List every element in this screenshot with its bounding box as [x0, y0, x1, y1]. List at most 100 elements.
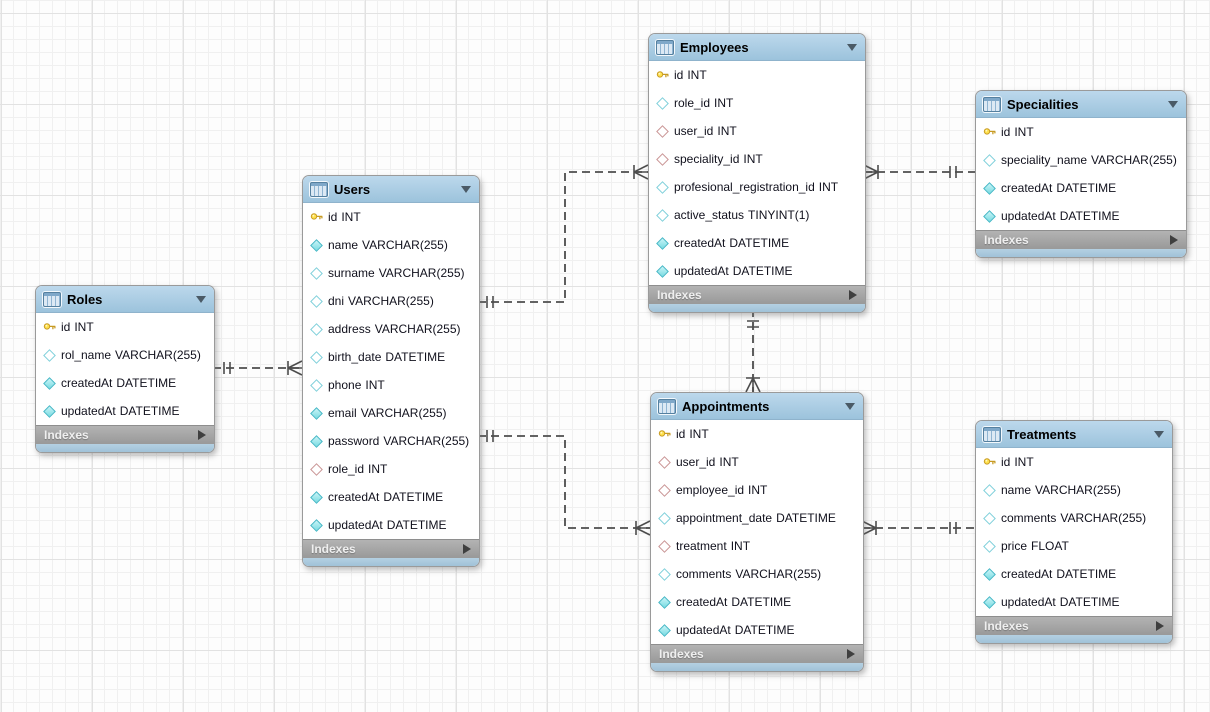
not-null-diamond-icon: [658, 595, 671, 609]
indexes-footer[interactable]: Indexes: [976, 230, 1186, 249]
indexes-footer[interactable]: Indexes: [36, 425, 214, 444]
table-header[interactable]: Roles: [36, 286, 214, 313]
not-null-diamond-icon: [983, 181, 996, 195]
table-bottom-strip: [303, 558, 479, 566]
table-icon: [310, 181, 328, 197]
primary-key-icon: [983, 458, 996, 465]
nullable-diamond-icon: [310, 294, 323, 308]
column-name: comments: [676, 567, 732, 581]
not-null-diamond-icon: [983, 595, 996, 609]
collapse-arrow-icon[interactable]: [847, 43, 857, 51]
column-name: createdAt: [61, 376, 113, 390]
collapse-arrow-icon[interactable]: [1168, 100, 1178, 108]
table-header[interactable]: Appointments: [651, 393, 863, 420]
not-null-diamond-icon: [658, 623, 671, 637]
indexes-footer[interactable]: Indexes: [976, 616, 1172, 635]
table-header[interactable]: Users: [303, 176, 479, 203]
collapse-arrow-icon[interactable]: [845, 402, 855, 410]
column-name: id: [1001, 125, 1011, 139]
collapse-arrow-icon[interactable]: [1154, 430, 1164, 438]
column-datatype: VARCHAR(255): [348, 294, 434, 308]
indexes-footer[interactable]: Indexes: [649, 285, 865, 304]
column-name: user_id: [674, 124, 714, 138]
not-null-diamond-icon: [310, 490, 323, 504]
column-name: rol_name: [61, 348, 112, 362]
not-null-diamond-icon: [43, 376, 56, 390]
column-name: role_id: [328, 462, 365, 476]
indexes-footer[interactable]: Indexes: [303, 539, 479, 558]
collapse-arrow-icon[interactable]: [196, 295, 206, 303]
column-datatype: DATETIME: [386, 518, 447, 532]
table-title: Users: [334, 181, 371, 197]
column-name: birth_date: [328, 350, 382, 364]
expand-arrow-icon: [463, 544, 471, 554]
column-datatype: VARCHAR(255): [362, 238, 448, 252]
indexes-label: Indexes: [311, 542, 356, 556]
relationship-line-users-employees[interactable]: [478, 171, 648, 303]
column-name: id: [676, 427, 686, 441]
table-header[interactable]: Treatments: [976, 421, 1172, 448]
table-title: Roles: [67, 291, 103, 307]
indexes-footer[interactable]: Indexes: [651, 644, 863, 663]
column-datatype: VARCHAR(255): [115, 348, 201, 362]
foreign-key-diamond-icon: [658, 483, 671, 497]
foreign-key-diamond-icon: [658, 539, 671, 553]
column-name: appointment_date: [676, 511, 773, 525]
table-header[interactable]: Specialities: [976, 91, 1186, 118]
column-name: updatedAt: [61, 404, 116, 418]
relationship-line-users-appointments[interactable]: [478, 435, 650, 529]
column-name: dni: [328, 294, 345, 308]
table-header[interactable]: Employees: [649, 34, 865, 61]
not-null-diamond-icon: [310, 518, 323, 532]
column-datatype: DATETIME: [1059, 209, 1120, 223]
column-name: createdAt: [676, 595, 728, 609]
collapse-arrow-icon[interactable]: [461, 185, 471, 193]
